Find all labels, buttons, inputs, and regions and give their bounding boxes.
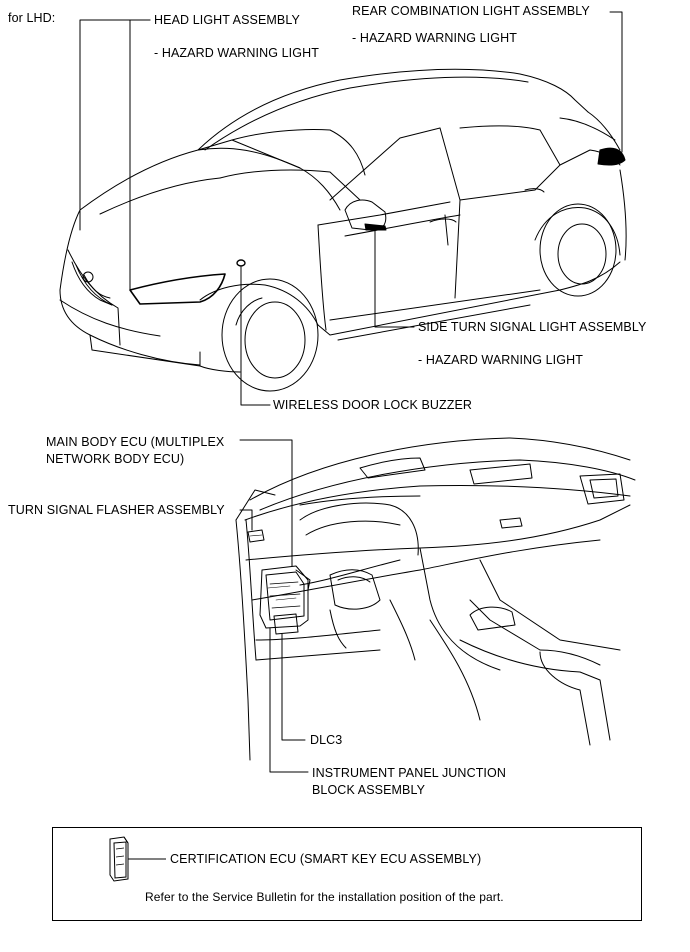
dlc3-label: DLC3 (310, 733, 343, 747)
certification-ecu-note (52, 827, 642, 921)
variant-label: for LHD: (8, 11, 56, 25)
head-light-sub-label: - HAZARD WARNING LIGHT (154, 46, 319, 60)
installation-note-text: Refer to the Service Bulletin for the in… (145, 890, 504, 904)
rear-combination-sub-label: - HAZARD WARNING LIGHT (352, 31, 517, 45)
rear-combination-label: REAR COMBINATION LIGHT ASSEMBLY (352, 4, 590, 18)
junction-block-label-line2: BLOCK ASSEMBLY (312, 783, 426, 797)
junction-block-label-line1: INSTRUMENT PANEL JUNCTION (312, 766, 506, 780)
head-light-label: HEAD LIGHT ASSEMBLY (154, 13, 300, 27)
certification-ecu-icon (109, 836, 166, 882)
side-turn-sub-label: - HAZARD WARNING LIGHT (418, 353, 583, 367)
turn-flasher-label: TURN SIGNAL FLASHER ASSEMBLY (8, 503, 225, 517)
side-turn-label: SIDE TURN SIGNAL LIGHT ASSEMBLY (418, 320, 647, 334)
instrument-panel-illustration (236, 438, 635, 760)
certification-ecu-label: CERTIFICATION ECU (SMART KEY ECU ASSEMBL… (170, 852, 482, 866)
vehicle-illustration (60, 69, 626, 391)
main-body-ecu-label-line2: NETWORK BODY ECU) (46, 452, 185, 466)
leader-lines (80, 12, 622, 772)
wireless-buzzer-label: WIRELESS DOOR LOCK BUZZER (273, 398, 473, 412)
main-body-ecu-label-line1: MAIN BODY ECU (MULTIPLEX (46, 435, 225, 449)
